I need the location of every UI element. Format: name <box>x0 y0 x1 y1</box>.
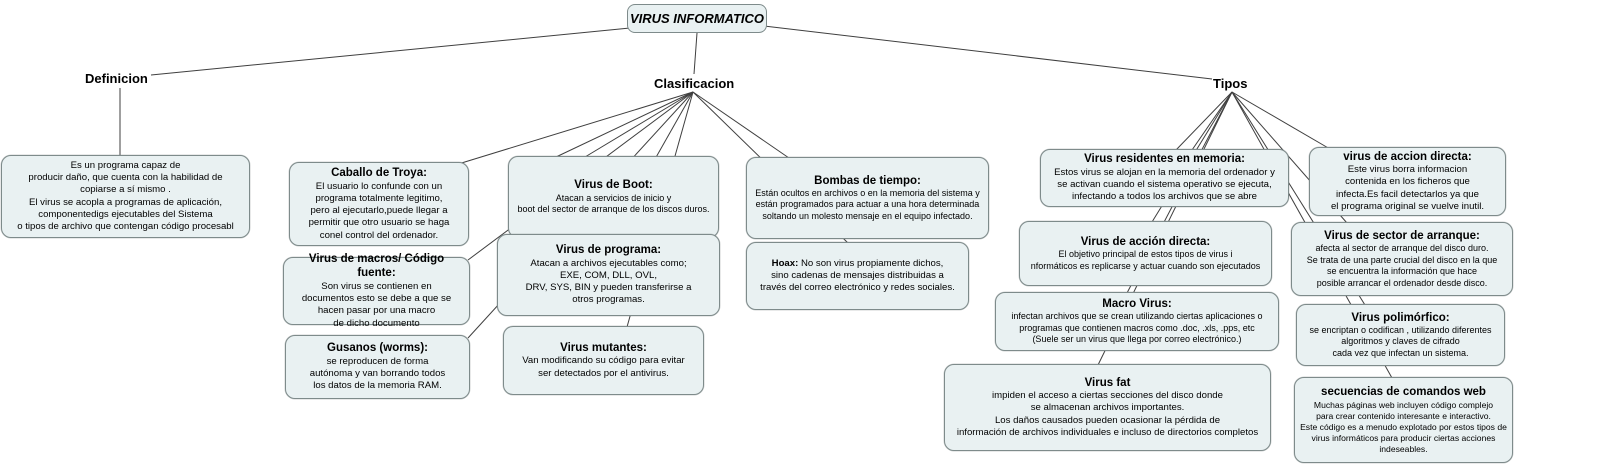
node-macro-virus[interactable]: Macro Virus: infectan archivos que se cr… <box>995 292 1279 351</box>
node-gusanos-worms[interactable]: Gusanos (worms): se reproducen de forma … <box>285 335 470 399</box>
node-virus-fat[interactable]: Virus fat impiden el acceso a ciertas se… <box>944 364 1271 451</box>
node-body: impiden el acceso a ciertas secciones de… <box>956 390 1259 438</box>
node-body: se encriptan o codifican , utilizando di… <box>1309 324 1492 358</box>
node-title: Virus mutantes: <box>560 342 647 355</box>
node-body: afecta al sector de arranque del disco d… <box>1306 243 1498 288</box>
node-body: Estos virus se alojan en la memoria del … <box>1054 166 1275 203</box>
node-body: Atacan a servicios de inicio y boot del … <box>517 192 710 215</box>
node-virus-de-sector-de-arranque[interactable]: Virus de sector de arranque: afecta al s… <box>1291 222 1513 296</box>
branch-label-definicion[interactable]: Definicion <box>85 71 148 86</box>
node-title: Bombas de tiempo: <box>814 174 921 187</box>
connector-clasificacion-bombas <box>692 91 790 159</box>
node-title: Virus de macros/ Código fuente: <box>308 253 445 280</box>
node-body: Hoax: No son virus propiamente dichos, s… <box>752 258 963 295</box>
node-body: Atacan a archivos ejecutables como; EXE,… <box>525 257 692 306</box>
node-virus-de-macros[interactable]: Virus de macros/ Código fuente: Son viru… <box>283 253 470 329</box>
connector-clasificacion-boot-a <box>555 91 694 158</box>
node-title: Virus de Boot: <box>574 179 653 192</box>
node-body: El usuario lo confunde con un programa t… <box>308 180 450 241</box>
branch-label-clasificacion[interactable]: Clasificacion <box>654 76 735 91</box>
node-secuencias-de-comandos-web[interactable]: secuencias de comandos web Muchas página… <box>1294 377 1513 463</box>
node-title: Macro Virus: <box>1102 298 1172 311</box>
node-title: Virus de programa: <box>555 244 662 257</box>
node-body: Están ocultos en archivos o en la memori… <box>755 187 980 221</box>
node-title: Virus de acción directa: <box>1080 235 1211 248</box>
node-title: Hoax: <box>771 257 799 269</box>
node-virus-de-programa[interactable]: Virus de programa: Atacan a archivos eje… <box>497 234 720 316</box>
node-body: El objetivo principal de estos tipos de … <box>1030 249 1261 271</box>
node-title: Virus polimórfico: <box>1351 311 1450 324</box>
node-body: infectan archivos que se crean utilizand… <box>1011 311 1263 345</box>
connector-tipos-accion-right <box>1231 91 1331 150</box>
node-body: Muchas páginas web incluyen código compl… <box>1300 399 1507 454</box>
connector-root-definicion <box>150 27 631 76</box>
node-body: Son virus se contienen en documentos est… <box>301 280 452 329</box>
node-virus-residentes-en-memoria[interactable]: Virus residentes en memoria: Estos virus… <box>1040 149 1289 207</box>
node-virus-de-boot[interactable]: Virus de Boot: Atacan a servicios de ini… <box>508 156 719 238</box>
connector-root-clasificacion <box>693 32 698 75</box>
node-body: se reproducen de forma autónoma y van bo… <box>309 355 446 392</box>
node-title: secuencias de comandos web <box>1321 386 1486 399</box>
node-title: Virus residentes en memoria: <box>1084 153 1245 166</box>
node-virus-informatico[interactable]: VIRUS INFORMATICO <box>627 4 767 33</box>
branch-label-tipos[interactable]: Tipos <box>1213 76 1248 91</box>
connector-tipos-residentes-a <box>1175 91 1233 151</box>
connector-root-tipos <box>763 25 1213 80</box>
node-title: Virus de sector de arranque: <box>1324 229 1480 242</box>
node-bombas-de-tiempo[interactable]: Bombas de tiempo: Están ocultos en archi… <box>746 157 989 239</box>
node-virus-mutantes[interactable]: Virus mutantes: Van modificando su códig… <box>503 326 704 395</box>
node-hoax[interactable]: Hoax: No son virus propiamente dichos, s… <box>746 242 969 310</box>
node-body-text: No son virus propiamente dichos, sino ca… <box>760 257 955 294</box>
node-virus-polimorfico[interactable]: Virus polimórfico: se encriptan o codifi… <box>1296 304 1505 366</box>
node-title: virus de accion directa: <box>1343 150 1472 163</box>
connector-clasificacion-caballo <box>454 91 694 166</box>
node-definition[interactable]: Es un programa capaz de producir daño, q… <box>1 155 250 238</box>
node-title: Gusanos (worms): <box>327 342 428 355</box>
node-title: Caballo de Troya: <box>331 167 427 180</box>
node-caballo-de-troya[interactable]: Caballo de Troya: El usuario lo confunde… <box>289 162 469 246</box>
node-virus-de-accion-directa-right[interactable]: virus de accion directa: Este virus borr… <box>1309 147 1506 216</box>
connector-clasificacion-boot-b <box>584 91 694 158</box>
node-body: Este virus borra informacion contenida e… <box>1330 164 1485 212</box>
connector-tipos-residentes-b <box>1191 91 1233 151</box>
node-body: Es un programa capaz de producir daño, q… <box>17 159 234 233</box>
node-body: Van modificando su código para evitar se… <box>522 355 685 379</box>
node-title: Virus fat <box>1084 376 1131 389</box>
node-virus-de-accion-directa-tipos[interactable]: Virus de acción directa: El objetivo pri… <box>1019 221 1272 286</box>
